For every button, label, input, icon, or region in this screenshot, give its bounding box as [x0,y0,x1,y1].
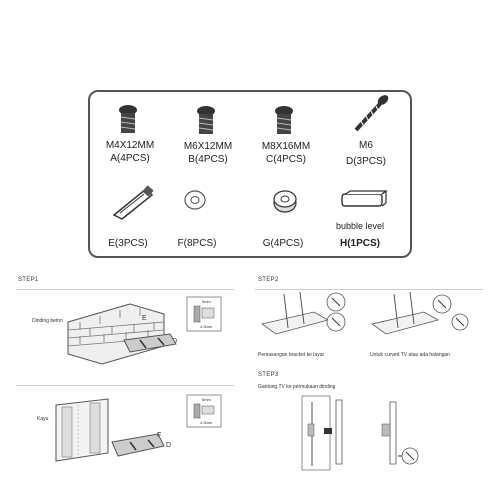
part-a-size: M4X12MM [105,140,155,151]
part-g-code: G(4PCS) [262,238,304,249]
step3-title: STEP3 [258,372,279,378]
wood-label: Kayu [37,416,49,422]
part-e-code: E(3PCS) [108,238,148,249]
step1-divider-2 [16,385,234,386]
step3-caption: Gantung TV ke permukaan dinding [258,384,336,390]
screw-icon [119,105,137,133]
part-c-size: M8X16MM [261,141,311,152]
step2-caption-left: Pemasangan bracket ke layar [258,352,325,358]
spacer-icon [273,190,297,213]
callout-f: F [157,432,162,439]
washer-icon [184,190,206,210]
wall-label: Dinding beton [32,318,63,324]
bracket-to-screen-drawing [261,291,346,335]
step1-title: STEP1 [18,277,39,283]
dim-bot-2: 4.5mm [200,420,213,425]
part-d-code: D(3PCS) [345,156,386,167]
bracket-drawing [123,333,177,353]
screw-icon [197,106,215,134]
part-f-code: F(8PCS) [177,238,217,249]
part-a-code: A(4PCS) [110,153,150,164]
long-screw-icon [354,95,389,132]
screw-icon [275,106,293,134]
part-b-size: M6X12MM [183,141,233,152]
part-h-name: bubble level [335,221,385,231]
curved-tv-drawing [371,291,469,335]
detail-inset-1 [186,296,222,332]
part-h-code: H(1PCS) [339,238,380,249]
callout-d2: D [166,442,172,449]
wood-wall-drawing [55,398,109,462]
step2-divider [255,289,483,290]
dim-bot-1: 4.5mm [200,324,213,329]
detail-inset-2 [186,394,222,428]
step2-title: STEP2 [258,277,279,283]
part-c-code: C(4PCS) [265,154,306,165]
step2-caption-right: Untuk curved TV atau ada halangan [370,352,450,358]
part-d-size: M6 [359,140,373,151]
dim-top-1: 5mm [202,299,211,304]
bubble-level-icon [341,190,388,207]
part-b-code: B(4PCS) [188,154,228,165]
bracket-drawing-2 [111,433,165,457]
hang-tv-drawing [301,395,419,471]
step1-divider [16,289,234,290]
callout-e: E [142,315,147,322]
parts-list-box [88,90,412,258]
dim-top-2: 5mm [202,397,211,402]
wall-anchor-icon [112,185,154,220]
